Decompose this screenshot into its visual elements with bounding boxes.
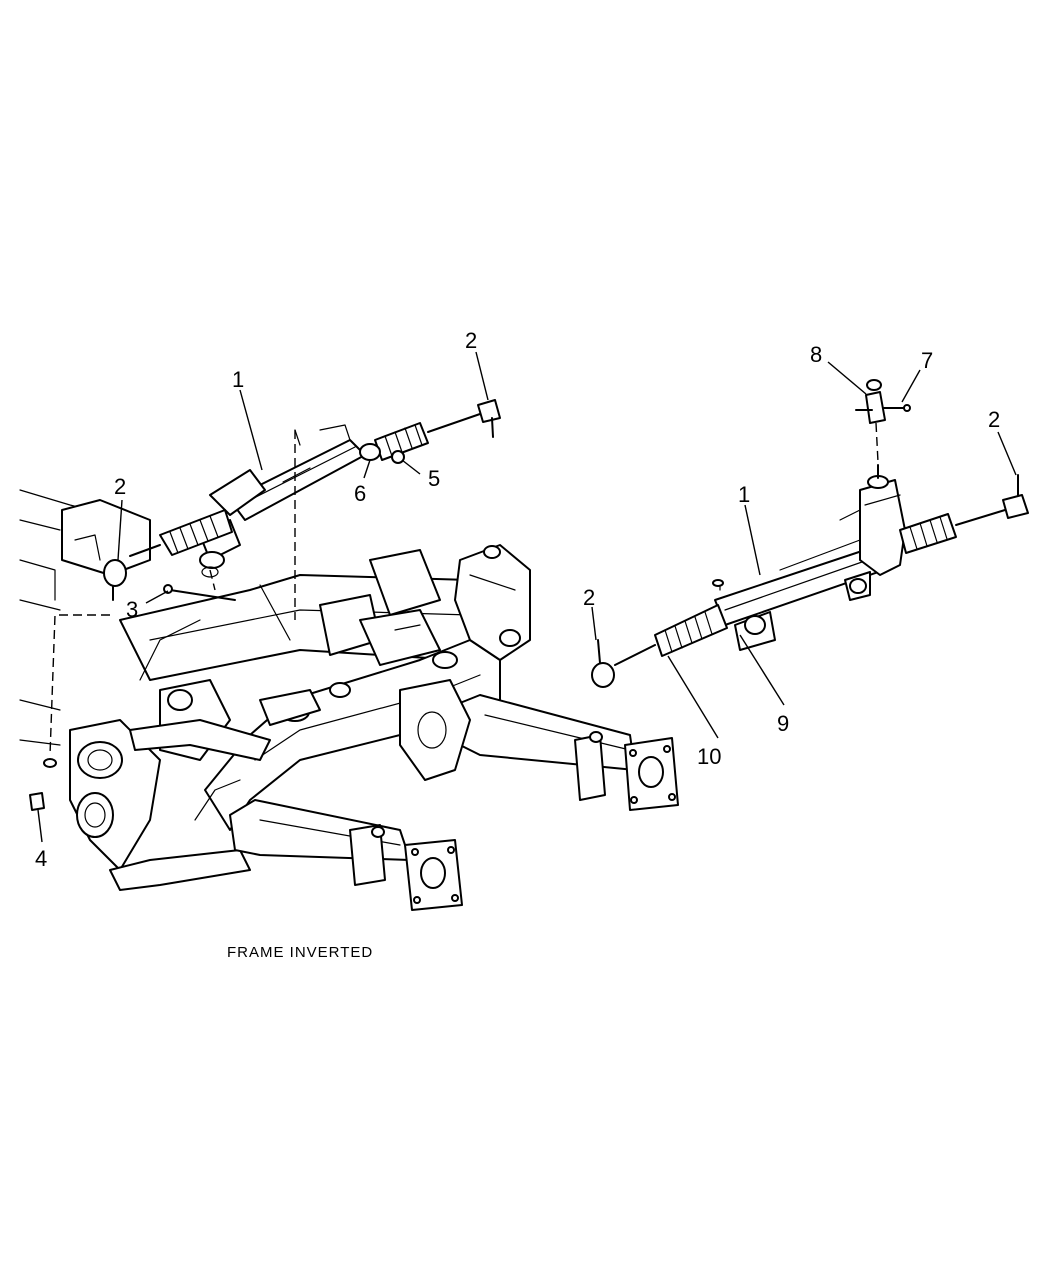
- left-rack-assembly: [103, 399, 501, 601]
- steering-coupler: [855, 379, 886, 424]
- right-rack-assembly: [591, 379, 1029, 688]
- rack-boot-right: [899, 513, 957, 554]
- callout-nut-lower: 4: [35, 846, 47, 871]
- callout-bolt: 3: [126, 597, 138, 622]
- tie-rod-end-upper-right: [477, 399, 501, 438]
- callout-nut: 5: [428, 466, 440, 491]
- callout-left-rack: 1: [232, 367, 244, 392]
- callout-left-tie-rod-end-right: 2: [465, 328, 477, 353]
- callout-right-tie-rod-end-right: 2: [988, 407, 1000, 432]
- frame-assembly: [19, 489, 679, 911]
- callout-right-tie-rod-end-left: 2: [583, 585, 595, 610]
- lower-nut: [29, 758, 57, 811]
- callouts: 1 2 2 3 4 5 6 1 2 8 7 2 9 10: [35, 328, 1000, 871]
- callout-boot: 10: [697, 744, 721, 769]
- callout-bushing: 6: [354, 481, 366, 506]
- callout-bracket: 9: [777, 711, 789, 736]
- tie-rod-end-right: [1002, 474, 1029, 519]
- tie-rod-end-left: [591, 639, 615, 688]
- rack-boot: [654, 604, 728, 657]
- callout-coupler: 8: [810, 342, 822, 367]
- left-boot: [159, 509, 233, 556]
- alignment-dashes-left: [49, 430, 296, 756]
- leader-lines: [37, 351, 1017, 843]
- callout-bolt-coupler: 7: [921, 348, 933, 373]
- callout-left-tie-rod-end-left: 2: [114, 474, 126, 499]
- rack-bracket: [734, 571, 871, 651]
- tie-rod-end-upper-left: [103, 559, 127, 601]
- frame-inverted-caption: FRAME INVERTED: [227, 944, 373, 961]
- callout-right-rack: 1: [738, 482, 750, 507]
